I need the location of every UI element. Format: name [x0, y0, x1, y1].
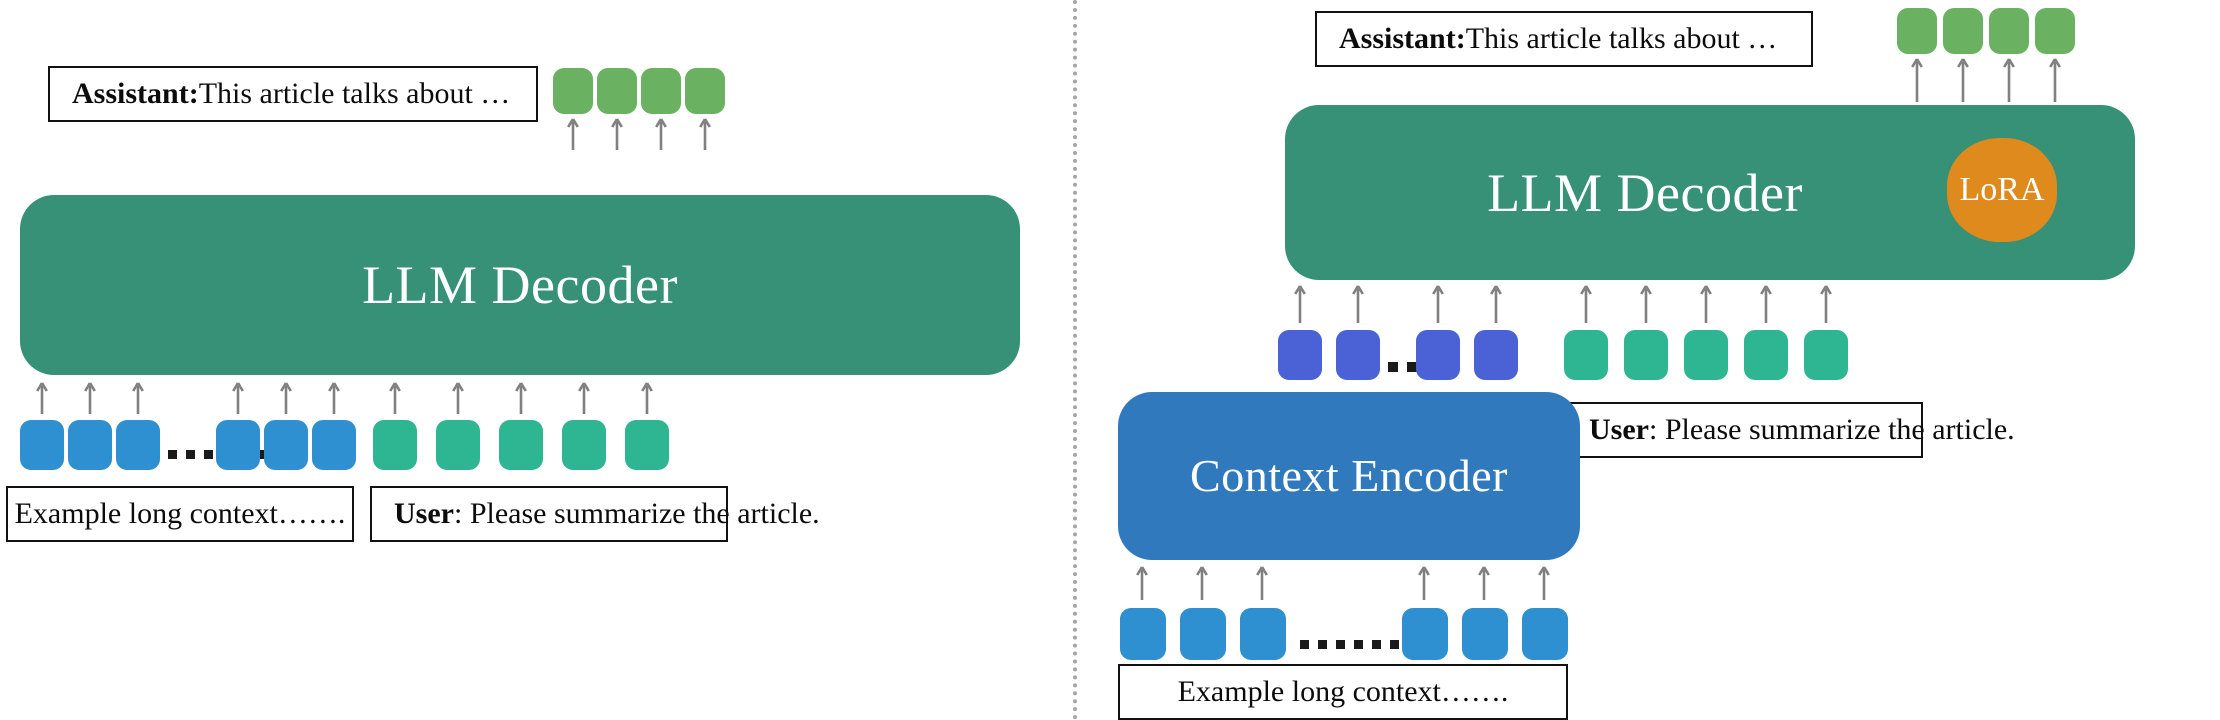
- right-context-token: [1522, 608, 1568, 660]
- context-encoder: Context Encoder: [1118, 392, 1580, 560]
- panel-divider: [1073, 0, 1077, 720]
- left-context-arrow: [328, 382, 340, 414]
- left-user-arrow: [578, 382, 590, 414]
- left-user-arrow: [641, 382, 653, 414]
- left-context-arrow: [280, 382, 292, 414]
- left-output-token: [685, 68, 725, 114]
- right-user-token: [1624, 330, 1668, 380]
- left-context-token: [68, 420, 112, 470]
- left-context-token: [216, 420, 260, 470]
- right-context-token: [1180, 608, 1226, 660]
- left-output-arrow: [567, 118, 579, 150]
- left-user-token: [562, 420, 606, 470]
- left-output-arrow: [699, 118, 711, 150]
- left-context-caption-text: Example long context…….: [14, 497, 346, 530]
- right-context-arrow: [1478, 566, 1490, 600]
- left-user-caption: User : Please summarize the article.: [370, 486, 820, 542]
- left-context-token: [116, 420, 160, 470]
- right-output-token: [1943, 8, 1983, 54]
- left-context-arrow: [232, 382, 244, 414]
- right-user-caption: User : Please summarize the article.: [1565, 402, 2015, 458]
- right-compressed-arrow: [1490, 285, 1502, 323]
- right-assistant-speaker: Assistant:: [1339, 22, 1466, 55]
- left-context-caption: Example long context…….: [6, 486, 354, 542]
- left-assistant-speaker: Assistant:: [72, 77, 199, 110]
- right-compressed-arrow: [1432, 285, 1444, 323]
- right-user-arrow: [1700, 285, 1712, 323]
- right-compressed-arrow: [1294, 285, 1306, 323]
- left-user-arrow: [389, 382, 401, 414]
- right-output-token: [2035, 8, 2075, 54]
- right-user-arrow: [1760, 285, 1772, 323]
- right-context-arrow: [1256, 566, 1268, 600]
- right-context-token: [1462, 608, 1508, 660]
- context-encoder-label: Context Encoder: [1190, 450, 1508, 501]
- left-user-arrow: [452, 382, 464, 414]
- right-user-token: [1804, 330, 1848, 380]
- right-output-arrow: [2003, 58, 2015, 102]
- left-context-token: [312, 420, 356, 470]
- left-context-token: [20, 420, 64, 470]
- left-assistant-text: This article talks about …: [198, 77, 511, 110]
- left-assistant-caption: Assistant: This article talks about …: [48, 66, 538, 122]
- right-compressed-token: [1474, 330, 1518, 380]
- left-output-token: [597, 68, 637, 114]
- left-user-token: [499, 420, 543, 470]
- left-user-text: : Please summarize the article.: [453, 497, 820, 530]
- right-assistant-caption: Assistant: This article talks about …: [1315, 11, 1813, 67]
- left-output-token: [641, 68, 681, 114]
- right-context-token: [1120, 608, 1166, 660]
- right-user-arrow: [1640, 285, 1652, 323]
- left-context-arrow: [84, 382, 96, 414]
- lora-module: LoRA: [1947, 138, 2057, 242]
- right-output-arrow: [1911, 58, 1923, 102]
- right-context-arrow: [1418, 566, 1430, 600]
- right-context-ellipsis: [1300, 640, 1399, 649]
- right-user-arrow: [1580, 285, 1592, 323]
- left-context-token: [264, 420, 308, 470]
- right-context-token: [1402, 608, 1448, 660]
- left-output-token: [553, 68, 593, 114]
- left-output-arrow: [655, 118, 667, 150]
- left-output-arrow: [611, 118, 623, 150]
- right-compressed-arrow: [1352, 285, 1364, 323]
- left-user-speaker: User: [394, 497, 454, 530]
- left-user-token: [625, 420, 669, 470]
- right-context-token: [1240, 608, 1286, 660]
- right-output-arrow: [2049, 58, 2061, 102]
- right-llm-decoder-label: LLM Decoder: [1487, 162, 1803, 223]
- right-context-arrow: [1136, 566, 1148, 600]
- right-assistant-text: This article talks about …: [1465, 22, 1778, 55]
- left-context-arrow: [132, 382, 144, 414]
- left-user-arrow: [515, 382, 527, 414]
- right-output-arrow: [1957, 58, 1969, 102]
- right-user-token: [1684, 330, 1728, 380]
- right-context-caption-text: Example long context…….: [1177, 675, 1509, 708]
- left-user-token: [436, 420, 480, 470]
- lora-label: LoRA: [1959, 171, 2045, 208]
- right-compressed-token: [1336, 330, 1380, 380]
- left-context-arrow: [36, 382, 48, 414]
- left-user-token: [373, 420, 417, 470]
- right-context-arrow: [1196, 566, 1208, 600]
- right-user-token: [1744, 330, 1788, 380]
- left-llm-decoder: LLM Decoder: [20, 195, 1020, 375]
- left-llm-decoder-label: LLM Decoder: [362, 255, 678, 315]
- right-context-caption: Example long context…….: [1118, 664, 1568, 720]
- right-context-arrow: [1538, 566, 1550, 600]
- right-user-text: : Please summarize the article.: [1648, 413, 2015, 446]
- right-output-token: [1897, 8, 1937, 54]
- right-compressed-token: [1416, 330, 1460, 380]
- right-output-token: [1989, 8, 2029, 54]
- right-user-speaker: User: [1589, 413, 1649, 446]
- right-user-arrow: [1820, 285, 1832, 323]
- right-user-token: [1564, 330, 1608, 380]
- right-compressed-token: [1278, 330, 1322, 380]
